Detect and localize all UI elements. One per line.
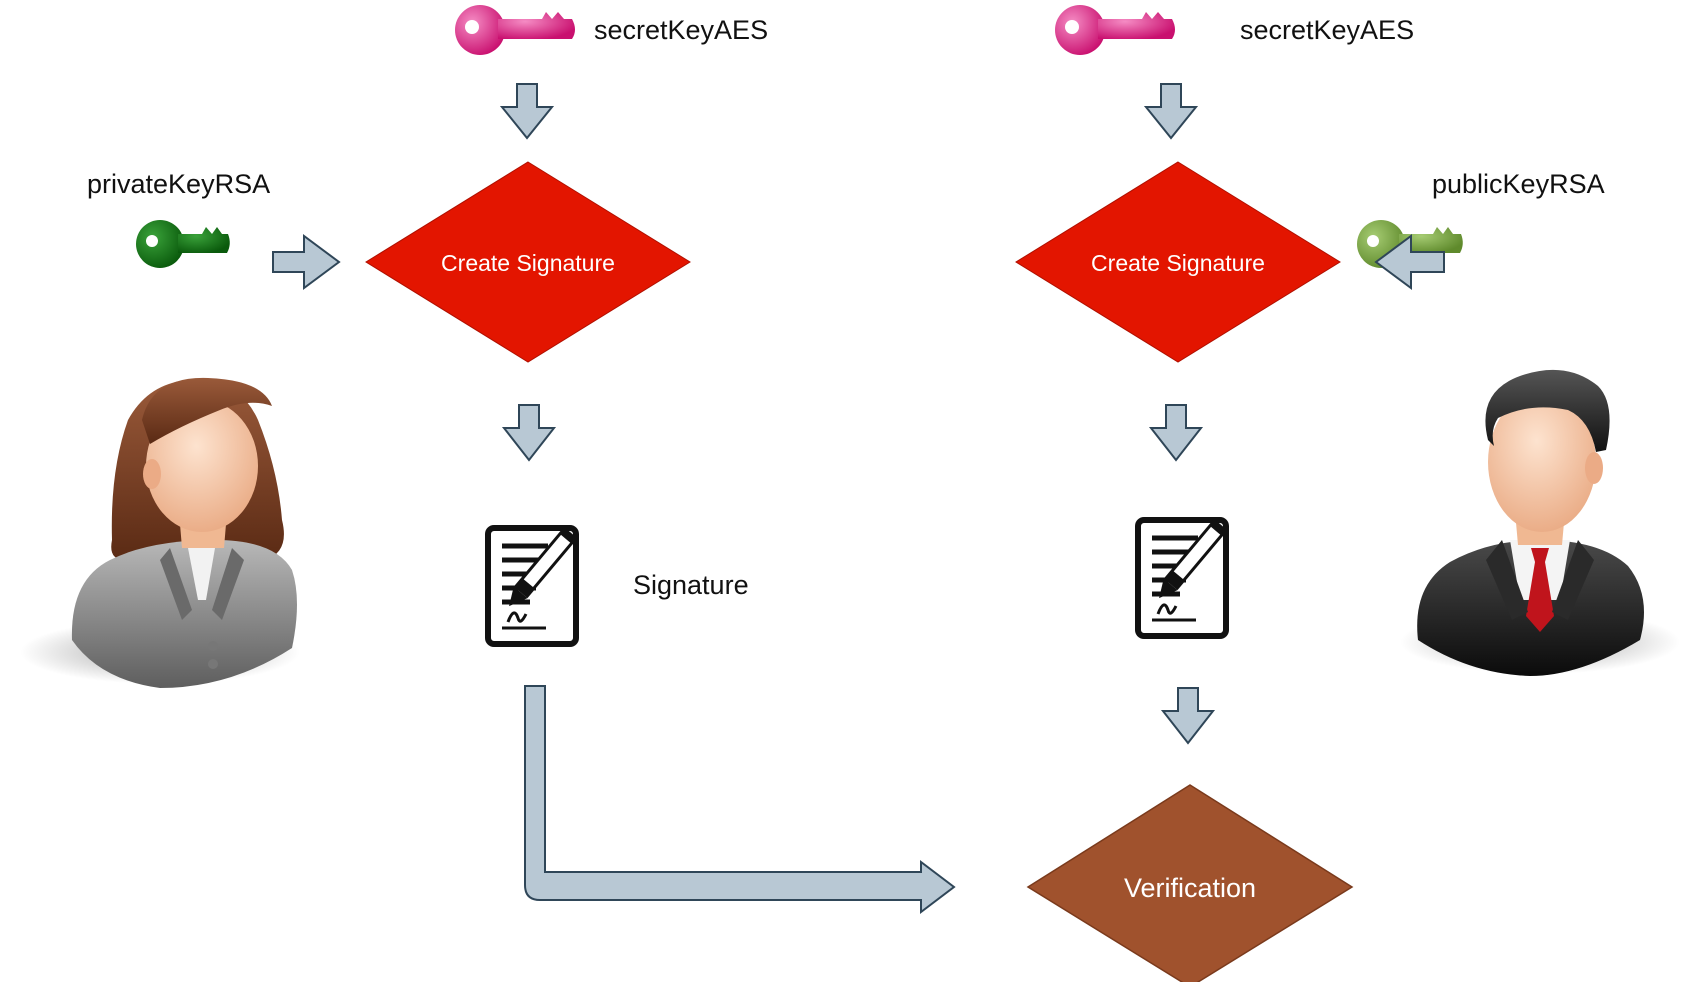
public-key-label: publicKeyRSA: [1432, 169, 1605, 199]
secret-key-icon-left: [455, 5, 575, 55]
create-signature-node-right: [1015, 161, 1341, 363]
signed-document-icon-left: [485, 525, 579, 647]
secret-key-label-left: secretKeyAES: [594, 15, 769, 45]
arrow-right-private: [272, 234, 341, 290]
secret-key-icon-right: [1055, 5, 1175, 55]
arrow-left-public: [1374, 234, 1445, 290]
secret-key-label-right: secretKeyAES: [1240, 15, 1415, 45]
arrow-down-5: [1160, 687, 1216, 745]
signed-document-icon-right: [1135, 517, 1229, 639]
signature-label: Signature: [633, 570, 749, 600]
create-signature-label-left: Create Signature: [441, 250, 615, 276]
verification-label: Verification: [1124, 873, 1256, 903]
woman-user-icon: [20, 377, 300, 688]
private-key-icon: [136, 220, 230, 268]
arrow-down-1: [499, 83, 555, 140]
arrow-down-4: [1148, 404, 1204, 462]
businessman-user-icon: [1400, 369, 1680, 676]
create-signature-node-left: [365, 161, 691, 363]
create-signature-label-right: Create Signature: [1091, 250, 1265, 276]
arrow-signature-to-verification: [524, 685, 956, 915]
arrow-down-3: [501, 404, 557, 462]
private-key-label: privateKeyRSA: [87, 169, 271, 199]
arrow-down-2: [1143, 83, 1199, 140]
verification-node: [1026, 784, 1354, 987]
